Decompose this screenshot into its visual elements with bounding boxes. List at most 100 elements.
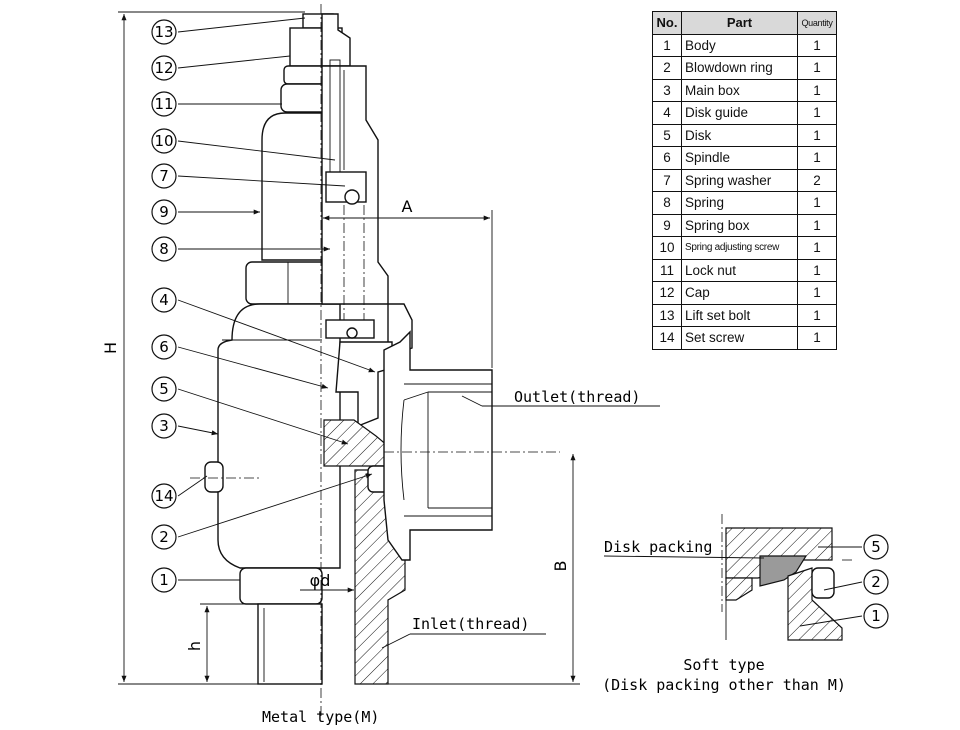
inlet-label: Inlet(thread) <box>412 615 529 633</box>
row-quantity: 1 <box>797 326 837 350</box>
soft-type-note: (Disk packing other than M) <box>602 676 846 694</box>
callout-11: 11 <box>151 91 177 117</box>
svg-text:10: 10 <box>154 132 173 150</box>
callout-9: 9 <box>151 199 177 225</box>
row-part: Blowdown ring <box>681 56 798 80</box>
svg-text:11: 11 <box>154 95 173 113</box>
header-part: Part <box>681 11 798 35</box>
row-quantity: 1 <box>797 146 837 170</box>
dimension-labels: H h A B φd <box>101 197 570 651</box>
callout-13: 13 <box>151 19 177 45</box>
callout-14: 14 <box>151 483 177 509</box>
detail-leader-lines <box>603 546 863 627</box>
callout-7: 7 <box>151 163 177 189</box>
row-part: Spring washer <box>681 168 798 192</box>
svg-text:13: 13 <box>154 23 173 41</box>
row-quantity: 2 <box>797 168 837 192</box>
row-part: Spindle <box>681 146 798 170</box>
row-no: 5 <box>652 123 682 147</box>
row-no: 2 <box>652 56 682 80</box>
svg-text:2: 2 <box>871 573 881 591</box>
svg-text:12: 12 <box>154 59 173 77</box>
row-no: 14 <box>652 326 682 350</box>
row-no: 7 <box>652 168 682 192</box>
row-no: 4 <box>652 101 682 125</box>
callout-10: 10 <box>151 128 177 154</box>
row-no: 10 <box>652 236 682 260</box>
row-quantity: 1 <box>797 33 837 57</box>
parts-table-header: No. Part Quantity <box>652 11 837 35</box>
row-part: Disk <box>681 123 798 147</box>
svg-text:5: 5 <box>871 538 881 556</box>
callout-4: 4 <box>151 287 177 313</box>
inlet-label-group: Inlet(thread) <box>381 615 546 649</box>
svg-text:2: 2 <box>159 528 169 546</box>
row-part: Set screw <box>681 326 798 350</box>
svg-text:9: 9 <box>159 203 169 221</box>
row-quantity: 1 <box>797 123 837 147</box>
row-no: 12 <box>652 281 682 305</box>
row-quantity: 1 <box>797 258 837 282</box>
row-part: Lock nut <box>681 258 798 282</box>
row-quantity: 1 <box>797 78 837 102</box>
row-quantity: 1 <box>797 236 837 260</box>
dimension-d-label: φd <box>310 571 331 590</box>
svg-text:14: 14 <box>154 487 173 505</box>
callout-2: 2 <box>151 524 177 550</box>
detail-callout-2: 2 <box>863 569 889 595</box>
soft-type-caption: Soft type <box>683 656 764 674</box>
row-part: Main box <box>681 78 798 102</box>
row-quantity: 1 <box>797 281 837 305</box>
callout-5: 5 <box>151 376 177 402</box>
dimension-a-label: A <box>402 197 413 216</box>
callout-12: 12 <box>151 55 177 81</box>
row-part: Spring adjusting screw <box>681 236 798 260</box>
callout-3: 3 <box>151 413 177 439</box>
row-part: Lift set bolt <box>681 303 798 327</box>
row-no: 3 <box>652 78 682 102</box>
outlet-label-group: Outlet(thread) <box>461 388 660 407</box>
svg-text:6: 6 <box>159 338 169 356</box>
disk-packing-label: Disk packing <box>604 538 712 556</box>
svg-text:3: 3 <box>159 417 169 435</box>
outlet-label: Outlet(thread) <box>514 388 640 406</box>
row-no: 8 <box>652 191 682 215</box>
row-no: 13 <box>652 303 682 327</box>
row-part: Spring <box>681 191 798 215</box>
valve-section <box>321 13 493 685</box>
header-no: No. <box>652 11 682 35</box>
svg-text:4: 4 <box>159 291 169 309</box>
detail-callout-5: 5 <box>863 534 889 560</box>
row-quantity: 1 <box>797 303 837 327</box>
row-part: Spring box <box>681 213 798 237</box>
row-part: Cap <box>681 281 798 305</box>
callout-1: 1 <box>151 567 177 593</box>
leader-lines <box>177 17 376 581</box>
dimension-lines <box>118 11 580 685</box>
row-quantity: 1 <box>797 191 837 215</box>
soft-type-detail <box>721 514 855 641</box>
svg-text:8: 8 <box>159 240 169 258</box>
detail-callout-1: 1 <box>863 603 889 629</box>
svg-text:5: 5 <box>159 380 169 398</box>
dimension-h-label: H <box>101 342 120 354</box>
row-part: Disk guide <box>681 101 798 125</box>
row-no: 1 <box>652 33 682 57</box>
svg-text:1: 1 <box>159 571 169 589</box>
row-no: 6 <box>652 146 682 170</box>
callout-6: 6 <box>151 334 177 360</box>
